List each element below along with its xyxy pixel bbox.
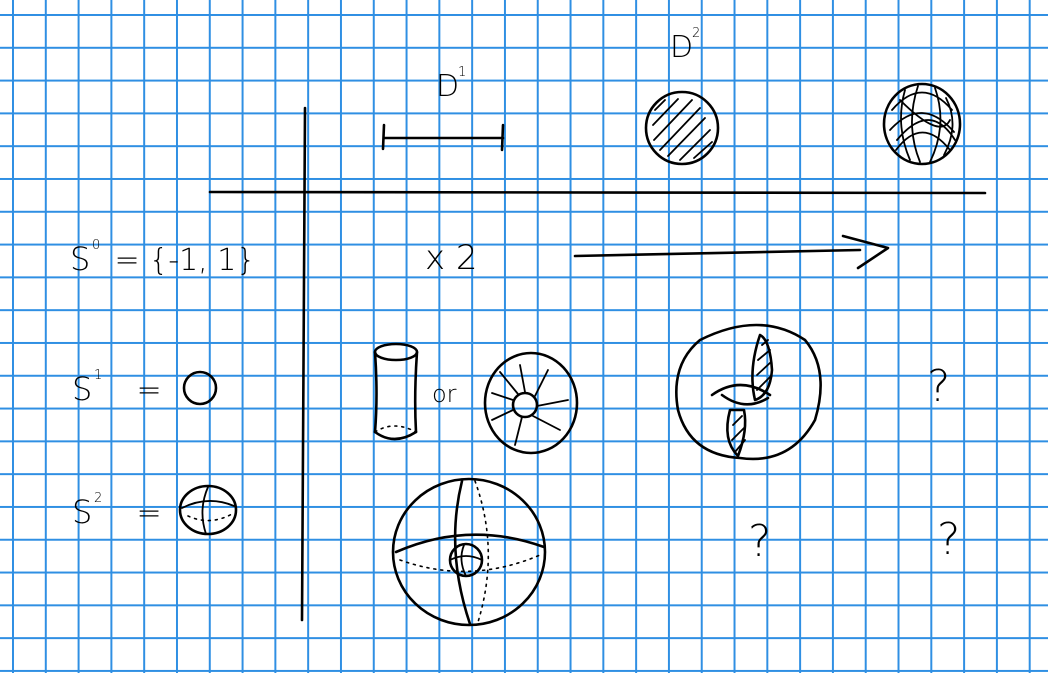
row-s1-superscript: 1 [94,368,103,383]
interval-d1-sketch [381,123,505,152]
disk-d2-sketch [644,90,720,166]
annulus-sketch [483,351,579,455]
solid-torus-sketch [675,323,822,461]
cell-or-word: or [432,380,457,408]
ball-d3-sketch [882,82,962,166]
circle-s1-sketch [182,370,218,406]
row-s2-superscript: 2 [94,491,103,506]
question-mark-s1-d3: ? [927,361,951,412]
question-mark-s2-d2: ? [748,516,772,567]
sphere-s2-sketch [178,484,238,536]
header-d1-label: D [436,69,460,104]
row-s1-equals: = [136,373,162,408]
row-s0-superscript: 0 [92,238,101,253]
cylinder-sketch [373,342,419,441]
cell-times-two: x 2 [425,238,478,278]
header-d2-superscript: 2 [692,26,701,41]
table-horizontal-rule [208,190,987,195]
row-s0-set: = {-1, 1} [114,243,256,278]
row-s0-label: S [70,240,91,278]
table-vertical-rule [300,106,307,622]
arrow-sketch [573,234,890,270]
question-mark-s2-d3: ? [937,514,961,565]
nested-spheres-sketch [391,477,547,627]
header-d2-label: D [670,30,694,65]
row-s2-equals: = [136,496,162,531]
row-s2-label: S [72,493,93,531]
header-d1-superscript: 1 [458,65,467,80]
row-s1-label: S [72,370,93,408]
